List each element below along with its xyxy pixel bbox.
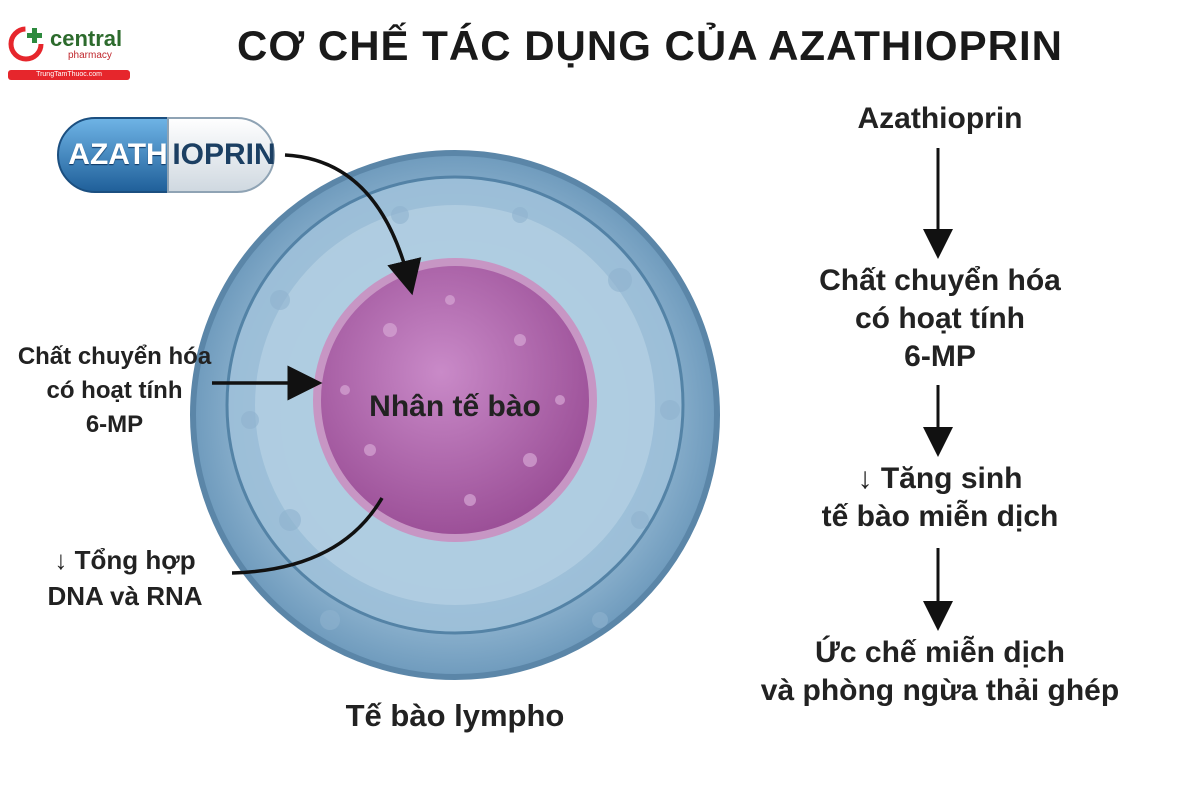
synthesis-line — [231, 497, 384, 575]
cell-label: Tế bào lympho — [345, 698, 565, 733]
flow-step-4: Ức chế miễn dịch và phòng ngừa thải ghép — [740, 634, 1140, 710]
flow-step-2-line: Chất chuyển hóa — [819, 264, 1061, 297]
brand-logo: central pharmacy TrungTamThuoc.com — [6, 22, 131, 82]
page-title: CƠ CHẾ TÁC DỤNG CỦA AZATHIOPRIN — [237, 22, 1063, 69]
drug-entry-arrow — [284, 153, 422, 296]
flow-step-4-line: Ức chế miễn dịch — [815, 636, 1065, 669]
pill-text-right: IOPRIN — [172, 138, 276, 171]
synthesis-label: ↓ Tổng hợp DNA và RNA — [20, 542, 230, 614]
metabolite-line: Chất chuyển hóa — [17, 343, 212, 370]
synthesis-line: ↓ Tổng hợp — [54, 545, 196, 575]
metabolite-line: có hoạt tính — [46, 377, 183, 404]
flow-step-2-line: có hoạt tính — [855, 302, 1025, 335]
flow-step-1: Azathioprin — [857, 102, 1023, 135]
synthesis-line: DNA và RNA — [47, 581, 203, 611]
flow-step-2: Chất chuyển hóa có hoạt tính 6-MP — [760, 262, 1120, 376]
flow-step-2-line: 6-MP — [904, 340, 976, 373]
logo-sub-text: pharmacy — [68, 50, 112, 61]
flow-step-3-line: ↓ Tăng sinh — [857, 462, 1023, 495]
nucleus-label: Nhân tế bào — [369, 390, 541, 423]
metabolite-line: 6-MP — [85, 411, 144, 438]
metabolite-label: Chất chuyển hóa có hoạt tính 6-MP — [2, 340, 227, 442]
flow-step-3: ↓ Tăng sinh tế bào miễn dịch — [760, 460, 1120, 536]
logo-site-text: TrungTamThuoc.com — [8, 70, 130, 80]
pill-text-left: AZATH — [68, 138, 168, 171]
logo-brand-text: central — [50, 26, 123, 51]
flow-step-4-line: và phòng ngừa thải ghép — [760, 674, 1120, 707]
flow-step-3-line: tế bào miễn dịch — [821, 500, 1059, 533]
cross-logo-icon — [8, 26, 44, 62]
azathioprine-pill — [57, 117, 275, 193]
